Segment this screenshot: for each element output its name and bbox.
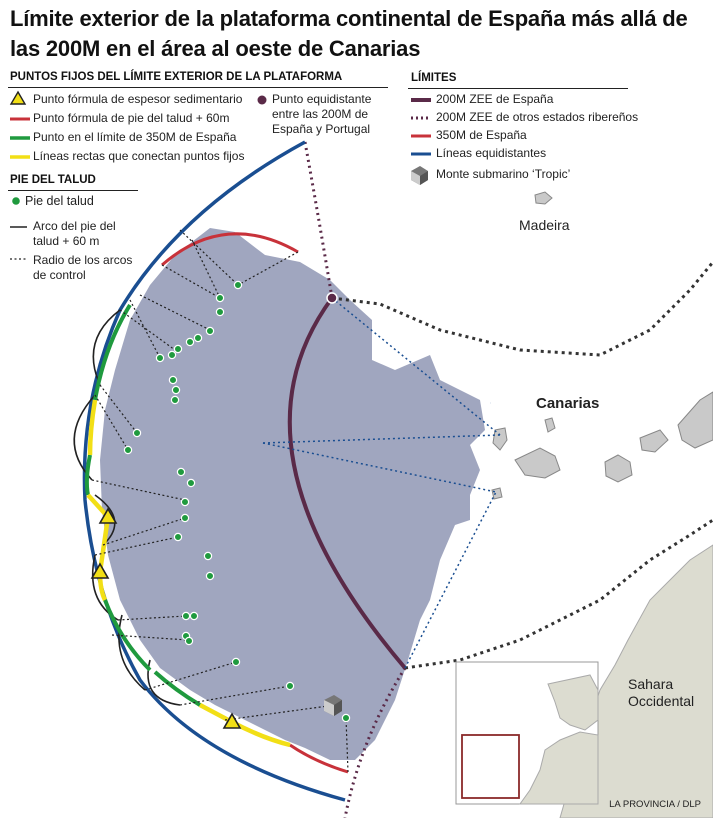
- purple-dot-icon: [257, 95, 267, 105]
- map-title: Límite exterior de la plataforma contine…: [10, 6, 688, 61]
- legend-350m: 350M de España: [436, 128, 527, 142]
- other-boundaries: [331, 261, 713, 670]
- legend-slope-arc: Arco del pie del talud + 60 m: [33, 219, 116, 248]
- legend-slope-point: Punto fórmula de pie del talud + 60m: [33, 111, 230, 125]
- label-madeira: Madeira: [519, 217, 570, 233]
- inset-map: [455, 661, 599, 805]
- canary-islands: [491, 391, 713, 500]
- legend-zee-others: 200M ZEE de otros estados ribereños: [436, 110, 639, 124]
- legend-zee-spain: 200M ZEE de España: [436, 92, 554, 106]
- madeira-island: [534, 191, 553, 205]
- legend-equidistant: Líneas equidistantes: [436, 146, 547, 160]
- legend-yellow-lines: Líneas rectas que conectan puntos fijos: [33, 149, 245, 163]
- legend-slope-foot: Pie del talud: [25, 194, 94, 208]
- radius-lines: [91, 229, 349, 773]
- slope-heading: PIE DEL TALUD: [10, 174, 96, 186]
- equidistant-dotted: [262, 297, 501, 669]
- label-canarias: Canarias: [536, 395, 600, 412]
- slope-foot-dots: [123, 280, 351, 723]
- fixed-points-rule: [8, 87, 388, 88]
- legend-radius: Radio de los arcos de control: [33, 253, 133, 282]
- legend-equidistant-point: Punto equidistante entre las 200M de Esp…: [272, 92, 372, 136]
- seamount-cube-icon: [324, 695, 342, 716]
- red-350m: [161, 232, 349, 774]
- yellow-triangle-icon: [9, 90, 27, 105]
- equidistant-point: [326, 292, 338, 304]
- label-sahara: Sahara Occidental: [628, 676, 695, 709]
- credit: LA PROVINCIA / DLP: [609, 799, 701, 810]
- blue-equidistant-line: [82, 140, 346, 802]
- limits-rule: [408, 88, 628, 89]
- legend-350m-point: Punto en el límite de 350M de España: [33, 130, 237, 144]
- zee-other-states: [303, 141, 407, 818]
- zee-spain: [287, 296, 407, 670]
- slope-rule: [8, 190, 138, 191]
- continental-shelf-area: [100, 228, 485, 760]
- legend-sediment-point: Punto fórmula de espesor sedimentario: [33, 92, 243, 106]
- sediment-triangles: [90, 507, 242, 729]
- legend-symbols: [9, 90, 431, 260]
- fixed-points-heading: PUNTOS FIJOS DEL LÍMITE EXTERIOR DE LA P…: [10, 71, 343, 83]
- legend-seamount: Monte submarino ‘Tropic’: [436, 167, 571, 181]
- green-350m-segments: [84, 303, 202, 707]
- limits-heading: LÍMITES: [411, 72, 457, 84]
